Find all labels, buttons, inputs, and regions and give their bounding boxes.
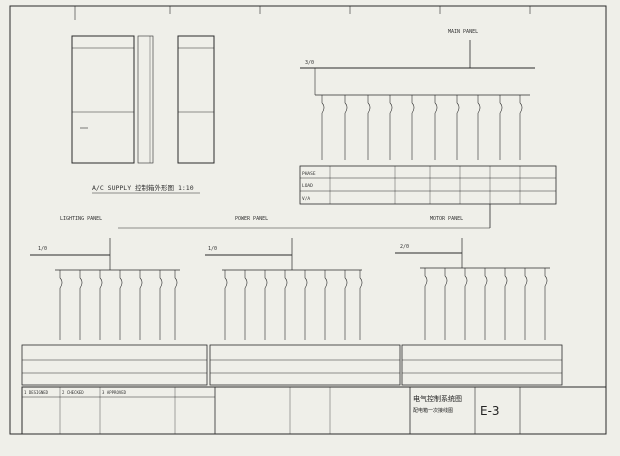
riser-bus (118, 204, 491, 229)
breaker-symbol (174, 270, 178, 340)
branch-breakers (59, 268, 548, 340)
caption-elevation: A/C SUPPLY 控制箱外形图 1:10 (92, 183, 194, 192)
breaker-symbol (79, 270, 83, 340)
breaker-symbol (119, 270, 123, 340)
breaker-symbol (499, 95, 503, 160)
main-panel-load-table (299, 165, 557, 205)
center-panel-label: POWER PANEL (235, 216, 268, 222)
title-block-name: 电气控制系统图 (413, 394, 462, 403)
breaker-symbol (324, 270, 328, 340)
breaker-symbol (464, 268, 468, 340)
revision-header-1: 1 DESIGNED (24, 390, 49, 395)
breaker-symbol (477, 95, 481, 160)
breaker-symbol (434, 95, 438, 160)
main-feeder-size: 3/0 (305, 60, 314, 66)
breaker-symbol (519, 95, 523, 160)
breaker-symbol (359, 270, 363, 340)
revision-header-2: 2 CHECKED (62, 390, 84, 395)
right-feeder-size: 2/0 (400, 244, 409, 250)
bottom-load-tables (21, 344, 563, 386)
drawing-number: E-3 (480, 404, 500, 418)
center-panel-schematic (205, 238, 362, 271)
table-label-phase: PHASE (302, 171, 316, 177)
center-feeder-size: 1/0 (208, 246, 217, 252)
breaker-symbol (504, 268, 508, 340)
breaker-symbol (344, 95, 348, 160)
title-block (21, 386, 607, 435)
breaker-symbol (411, 95, 415, 160)
revision-header-3: 3 APPROVED (102, 390, 127, 395)
cabinet-side-view (177, 35, 215, 164)
right-panel-label: MOTOR PANEL (430, 216, 463, 222)
breaker-symbol (544, 268, 548, 340)
table-label-load: LOAD (302, 183, 313, 189)
title-block-subtitle: 配电箱一次接线图 (413, 407, 453, 414)
main-panel-schematic (300, 40, 535, 96)
breaker-symbol (59, 270, 63, 340)
breaker-symbol (389, 95, 393, 160)
breaker-symbol (367, 95, 371, 160)
breaker-symbol (139, 270, 143, 340)
breaker-symbol (304, 270, 308, 340)
breaker-symbol (444, 268, 448, 340)
left-feeder-size: 1/0 (38, 246, 47, 252)
cabinet-front-view (71, 35, 154, 164)
left-panel-label: LIGHTING PANEL (60, 216, 102, 222)
border-grid-ticks (74, 6, 531, 20)
breaker-symbol (244, 270, 248, 340)
breaker-symbol (284, 270, 288, 340)
breaker-symbol (159, 270, 163, 340)
breaker-symbol (264, 270, 268, 340)
breaker-symbol (224, 270, 228, 340)
left-panel-schematic (30, 238, 180, 271)
breaker-symbol (484, 268, 488, 340)
breaker-symbol (321, 95, 325, 160)
breaker-symbol (524, 268, 528, 340)
breaker-symbol (456, 95, 460, 160)
breaker-symbol (424, 268, 428, 340)
main-panel-label: MAIN PANEL (448, 29, 478, 35)
breaker-symbol (344, 270, 348, 340)
breaker-symbol (99, 270, 103, 340)
table-label-va: V/A (302, 196, 310, 202)
right-panel-schematic (395, 238, 550, 269)
main-panel-breakers (321, 95, 523, 160)
